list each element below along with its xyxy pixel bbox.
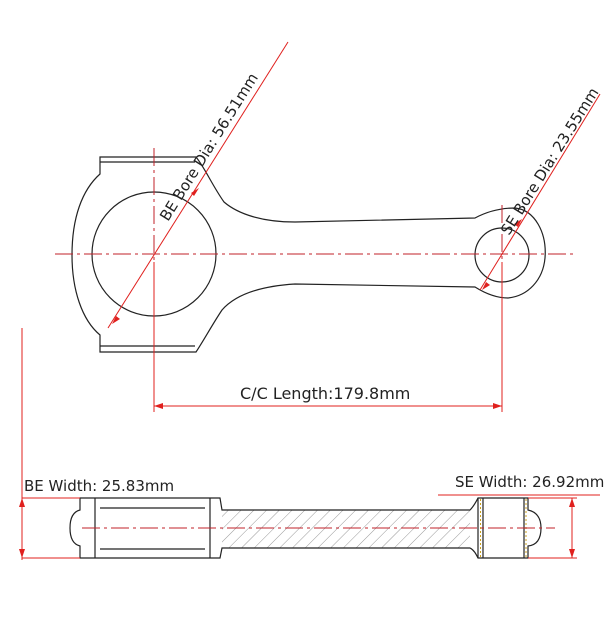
arrowheads-top	[112, 188, 522, 409]
centerlines-top	[55, 148, 575, 362]
rod-side-view	[69, 497, 542, 559]
big-end-outline	[71, 156, 546, 353]
dimension-lines-side	[21, 328, 600, 560]
cc-length-label: C/C Length:179.8mm	[240, 384, 410, 403]
small-end-bore-label: SE Bore Dia: 23.55mm	[497, 84, 602, 238]
small-end-width-label: SE Width: 26.92mm	[455, 473, 604, 491]
dimension-lines-top	[107, 41, 601, 412]
arrowheads-side	[19, 498, 575, 558]
big-end-width-label: BE Width: 25.83mm	[24, 477, 174, 495]
big-end-bore-label: BE Bore Dia: 56.51mm	[156, 70, 262, 224]
